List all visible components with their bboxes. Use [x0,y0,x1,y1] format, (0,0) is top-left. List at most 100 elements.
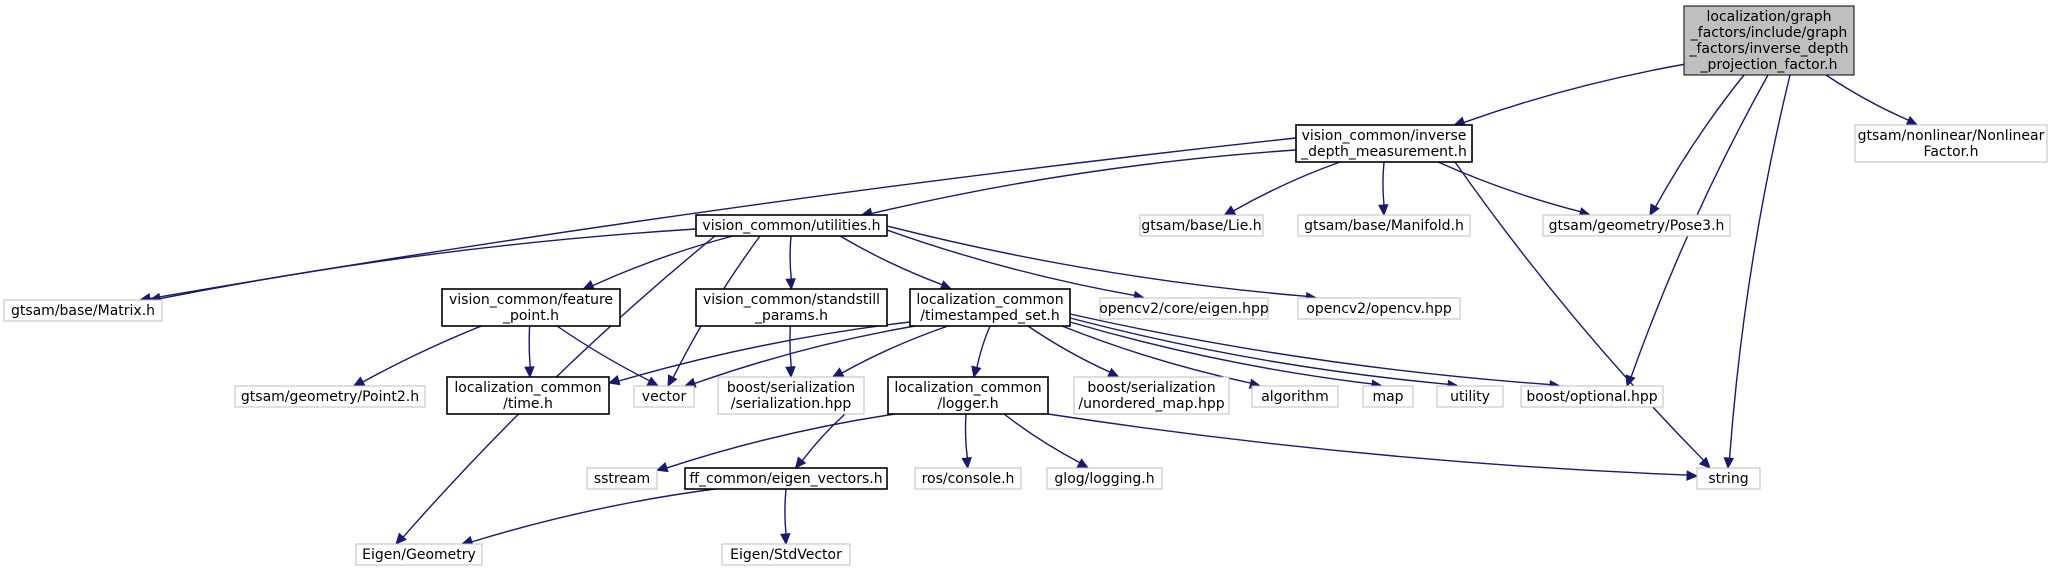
node-matrix: gtsam/base/Matrix.h [3,299,163,322]
node-label-rosconsole: ros/console.h [922,471,1015,487]
node-idm[interactable]: vision_common/inverse_depth_measurement.… [1295,124,1473,163]
edge-util-to-opencv [886,225,1307,298]
node-label-cveigen: opencv2/core/eigen.hpp [1099,301,1269,317]
node-label-time: /time.h [503,396,553,412]
edge-tsset-to-optional [1069,313,1551,386]
arrowhead-util-to-geometry [395,532,407,545]
arrowhead-idm-to-string [1698,456,1711,469]
node-label-pose3: gtsam/geometry/Pose3.h [1549,218,1725,234]
edge-util-to-cveigen [886,229,1135,297]
edge-idm-to-util [871,149,1297,215]
node-label-root: localization/graph [1707,9,1832,25]
arrowhead-logger-to-string [1686,470,1699,481]
node-label-tsset: /timestamped_set.h [920,308,1059,324]
node-label-feature: vision_common/feature [449,292,613,308]
node-box-point2 [234,385,426,408]
edge-tsset-to-vector [694,325,916,385]
node-box-geometry [355,543,483,566]
arrowhead-root-to-pose3 [1649,203,1660,217]
node-time[interactable]: localization_common/time.h [446,376,610,415]
edge-tsset-to-umap [1027,325,1111,373]
node-eigvec[interactable]: ff_common/eigen_vectors.h [684,467,888,490]
node-optional: boost/optional.hpp [1520,385,1664,408]
node-box-manifold [1297,214,1471,237]
node-tsset[interactable]: localization_common/timestamped_set.h [909,288,1071,327]
edge-util-to-standstill [789,235,792,280]
node-label-root: _projection_factor.h [1700,57,1838,73]
node-label-umap: /unordered_map.hpp [1078,396,1224,412]
node-box-lie [1139,214,1264,237]
arrowhead-idm-to-lie [1223,205,1237,216]
node-sstream: sstream [586,467,658,490]
arrowhead-util-to-feature [582,279,596,290]
edge-eigvec-to-stdvector [784,488,787,535]
arrowhead-tsset-to-umap [1106,367,1120,378]
node-label-serialization: boost/serialization [727,380,855,396]
node-umap: boost/serialization/unordered_map.hpp [1073,376,1230,415]
arrowhead-eigvec-to-stdvector [780,533,791,546]
node-box-standstill [695,288,888,327]
arrowhead-root-to-nlf [1905,115,1919,126]
node-box-umap [1073,376,1230,415]
arrowhead-util-to-standstill [785,278,796,291]
edge-tsset-to-algorithm [1061,325,1251,384]
edge-tsset-to-time [618,321,911,382]
node-label-vector: vector [642,389,687,405]
node-label-manifold: gtsam/base/Manifold.h [1304,218,1464,234]
nodes-layer: localization/graph_factors/include/graph… [3,5,2048,566]
node-label-standstill: vision_common/standstill [703,292,880,308]
node-box-feature [441,288,621,327]
arrowhead-tsset-to-time [607,375,621,386]
node-label-optional: boost/optional.hpp [1526,389,1657,405]
edge-logger-to-rosconsole [964,413,969,459]
node-algorithm: algorithm [1251,385,1339,408]
edge-logger-to-glog [1003,413,1081,464]
node-label-feature: _point.h [502,308,559,324]
node-standstill[interactable]: vision_common/standstill_params.h [695,288,888,327]
edge-root-to-idm [1463,63,1687,124]
edge-util-to-tsset [839,235,943,286]
node-box-utility [1436,385,1504,408]
node-label-stdvector: Eigen/StdVector [730,547,842,563]
edge-eigvec-to-geometry [471,488,716,543]
node-label-geometry: Eigen/Geometry [362,547,476,563]
node-feature[interactable]: vision_common/feature_point.h [441,288,621,327]
node-label-util: vision_common/utilities.h [702,218,880,234]
node-label-nlf: gtsam/nonlinear/Nonlinear [1858,128,2045,144]
node-box-glog [1046,467,1163,490]
edge-tsset-to-logger [976,325,991,368]
arrowhead-feature-to-point2 [352,376,366,387]
node-pose3: gtsam/geometry/Pose3.h [1542,214,1731,237]
node-box-logger [887,376,1049,415]
arrowhead-tsset-to-logger [971,365,982,379]
node-lie: gtsam/base/Lie.h [1139,214,1264,237]
edge-util-to-feature [592,235,734,287]
node-box-serialization [717,376,865,415]
arrowhead-feature-to-vector [646,376,660,387]
arrowhead-logger-to-rosconsole [961,457,972,470]
node-logger[interactable]: localization_common/logger.h [887,376,1049,415]
node-stdvector: Eigen/StdVector [721,543,851,566]
edge-tsset-to-utility [1069,317,1449,385]
node-box-util [695,214,888,237]
edge-tsset-to-map [1069,321,1373,385]
node-label-algorithm: algorithm [1261,389,1329,405]
node-box-nlf [1854,124,2048,163]
arrowhead-logger-to-glog [1076,458,1090,469]
node-box-eigvec [684,467,888,490]
node-point2: gtsam/geometry/Point2.h [234,385,426,408]
node-label-sstream: sstream [594,471,650,487]
edge-util-to-matrix [159,228,697,300]
node-opencv: opencv2/opencv.hpp [1297,297,1461,320]
node-geometry: Eigen/Geometry [355,543,483,566]
node-manifold: gtsam/base/Manifold.h [1297,214,1471,237]
node-box-sstream [586,467,658,490]
edge-root-to-string [1728,74,1791,459]
node-box-root [1683,5,1855,76]
node-util[interactable]: vision_common/utilities.h [695,214,888,237]
node-map: map [1362,385,1414,408]
node-box-tsset [909,288,1071,327]
node-box-map [1362,385,1414,408]
edge-idm-to-pose3 [1437,161,1581,213]
node-label-umap: boost/serialization [1087,380,1215,396]
